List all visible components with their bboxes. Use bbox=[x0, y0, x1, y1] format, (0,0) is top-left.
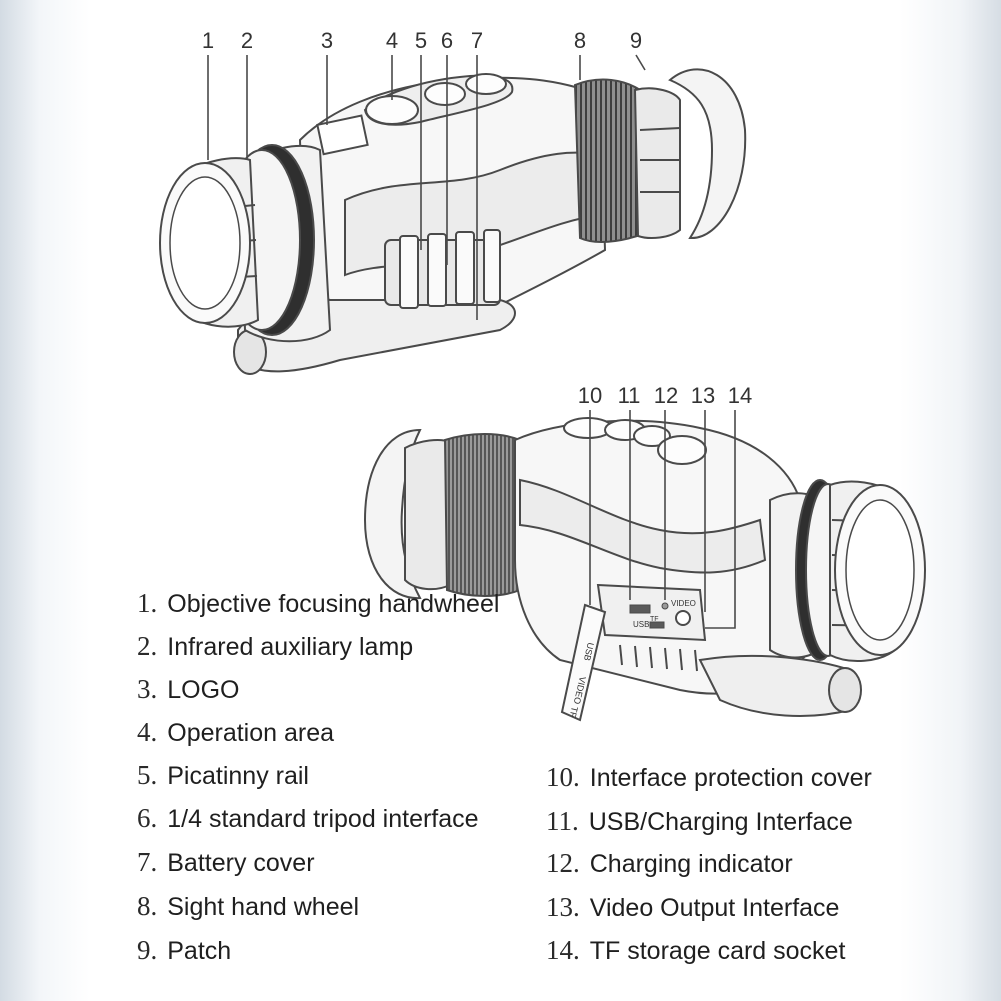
legend-item-13: 13. Video Output Interface bbox=[546, 892, 839, 923]
bottom-callout-numbers: 10 11 12 13 14 bbox=[578, 383, 752, 408]
legend-item-2: 2. Infrared auxiliary lamp bbox=[137, 631, 413, 662]
legend-label: USB/Charging Interface bbox=[588, 808, 853, 836]
logo-area bbox=[316, 114, 369, 156]
legend-item-14: 14. TF storage card socket bbox=[546, 935, 845, 966]
usb-charging-port bbox=[629, 604, 651, 614]
legend-number: 10. bbox=[546, 762, 580, 792]
callout-3: 3 bbox=[321, 28, 333, 53]
callout-4: 4 bbox=[386, 28, 398, 53]
callout-8: 8 bbox=[574, 28, 586, 53]
callout-14: 14 bbox=[728, 383, 752, 408]
interface-panel: USB VIDEO TF bbox=[596, 583, 707, 672]
picatinny-rail bbox=[384, 229, 501, 309]
interface-protection-cover: USB VIDEO TF bbox=[560, 603, 607, 722]
top-leader-lines bbox=[207, 54, 646, 320]
eyecup-patch bbox=[668, 68, 747, 240]
callout-5: 5 bbox=[415, 28, 427, 53]
tf-card-slot bbox=[649, 621, 665, 629]
callout-1: 1 bbox=[202, 28, 214, 53]
legend-item-5: 5. Picatinny rail bbox=[137, 760, 309, 791]
legend-number: 6. bbox=[137, 803, 158, 833]
legend-number: 9. bbox=[137, 935, 158, 965]
legend-label: LOGO bbox=[167, 676, 240, 704]
legend-item-3: 3. LOGO bbox=[137, 674, 240, 705]
legend-number: 13. bbox=[546, 892, 580, 922]
port-label-video: VIDEO bbox=[671, 599, 696, 608]
legend-label: 1/4 standard tripod interface bbox=[167, 805, 479, 833]
legend-item-7: 7. Battery cover bbox=[137, 847, 315, 878]
legend-item-12: 12. Charging indicator bbox=[546, 848, 793, 879]
legend-number: 14. bbox=[546, 935, 580, 965]
legend-number: 5. bbox=[137, 760, 158, 790]
callout-2: 2 bbox=[241, 28, 253, 53]
callout-10: 10 bbox=[578, 383, 602, 408]
legend-item-4: 4. Operation area bbox=[137, 717, 334, 748]
port-label-usb: USB bbox=[633, 620, 649, 629]
charging-indicator-light bbox=[661, 602, 669, 610]
sight-hand-wheel bbox=[573, 78, 641, 243]
port-label-tf: TF bbox=[650, 616, 659, 623]
legend-number: 3. bbox=[137, 674, 158, 704]
legend-label: TF storage card socket bbox=[589, 937, 846, 965]
top-device-view bbox=[159, 68, 747, 375]
bottom-device-view: USB VIDEO TF USB VIDEO TF bbox=[363, 417, 926, 722]
bottom-leader-lines bbox=[589, 410, 736, 629]
legend-number: 1. bbox=[137, 588, 158, 618]
bottom-grip-band bbox=[519, 478, 767, 574]
callout-9: 9 bbox=[630, 28, 642, 53]
legend-number: 4. bbox=[137, 717, 158, 747]
legend-item-9: 9. Patch bbox=[137, 935, 231, 966]
legend-number: 2. bbox=[137, 631, 158, 661]
callout-12: 12 bbox=[654, 383, 678, 408]
legend-item-8: 8. Sight hand wheel bbox=[137, 891, 359, 922]
legend-number: 7. bbox=[137, 847, 158, 877]
legend-label: Battery cover bbox=[167, 849, 315, 877]
bottom-strap-loop bbox=[828, 667, 862, 713]
callout-11: 11 bbox=[618, 383, 641, 408]
callout-6: 6 bbox=[441, 28, 453, 53]
legend-number: 8. bbox=[137, 891, 158, 921]
legend-label: Operation area bbox=[167, 719, 335, 747]
legend-label: Interface protection cover bbox=[589, 764, 872, 792]
legend-label: Video Output Interface bbox=[589, 894, 840, 922]
legend-item-1: 1. Objective focusing handwheel bbox=[137, 588, 499, 619]
legend-number: 12. bbox=[546, 848, 580, 878]
legend-item-11: 11. USB/Charging Interface bbox=[546, 806, 853, 837]
legend-item-10: 10. Interface protection cover bbox=[546, 762, 872, 793]
legend-label: Sight hand wheel bbox=[167, 893, 360, 921]
top-callout-numbers: 1 2 3 4 5 6 7 8 9 bbox=[202, 28, 642, 53]
legend-label: Picatinny rail bbox=[167, 762, 309, 790]
legend-item-6: 6. 1/4 standard tripod interface bbox=[137, 803, 479, 834]
bottom-sight-wheel bbox=[443, 433, 521, 597]
legend-label: Charging indicator bbox=[589, 850, 793, 878]
cover-label-usb: USB bbox=[582, 642, 596, 662]
bottom-base bbox=[698, 654, 851, 717]
cover-label-tf: TF bbox=[567, 706, 579, 719]
video-output-jack bbox=[675, 610, 691, 626]
callout-13: 13 bbox=[691, 383, 715, 408]
callout-7: 7 bbox=[471, 28, 483, 53]
legend-label: Objective focusing handwheel bbox=[167, 590, 500, 618]
legend-number: 11. bbox=[546, 806, 579, 836]
legend-label: Infrared auxiliary lamp bbox=[167, 633, 414, 661]
bottom-operation-area bbox=[563, 417, 707, 465]
legend-label: Patch bbox=[167, 937, 232, 965]
operation-area bbox=[363, 73, 514, 126]
